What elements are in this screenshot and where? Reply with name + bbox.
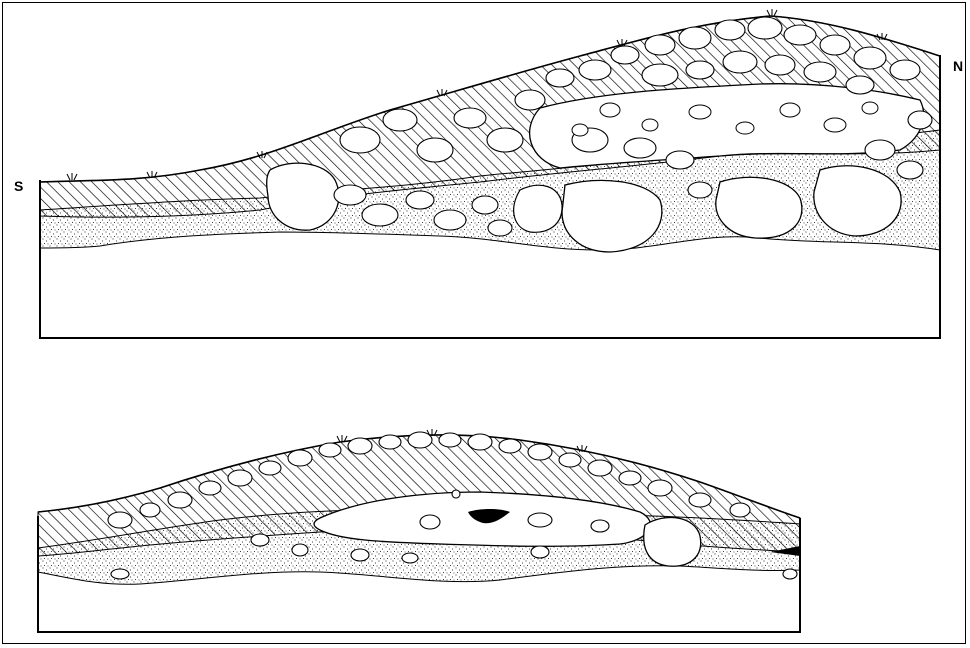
north-label: N (953, 58, 963, 74)
lower-section (38, 429, 800, 632)
south-label: S (14, 178, 23, 194)
upper-boulder (716, 177, 802, 238)
lower-boulder (644, 517, 701, 566)
upper-section (40, 9, 940, 338)
upper-boulder (514, 185, 562, 232)
